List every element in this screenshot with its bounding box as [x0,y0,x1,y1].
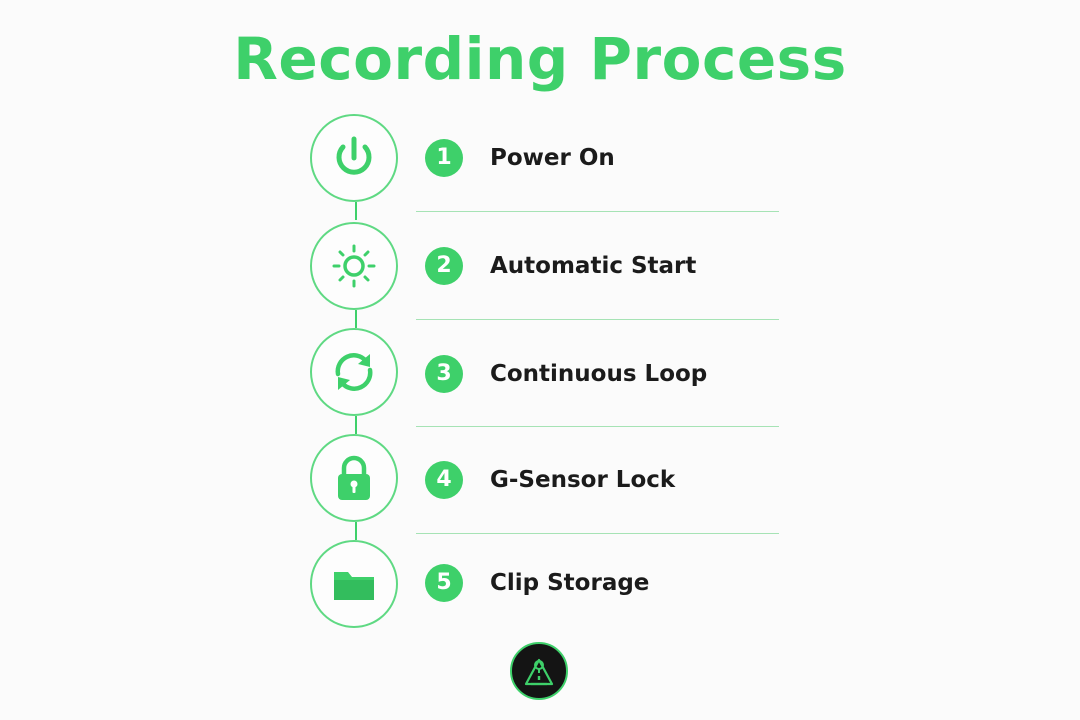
connector-line [355,310,357,328]
connector-line [355,522,357,540]
folder-icon [334,572,374,600]
step-4-label: G-Sensor Lock [490,467,676,493]
step-1-label: Power On [490,145,615,171]
step-4-icon-circle [310,434,398,522]
step-2-icon-circle [310,222,398,310]
road-warning-logo-icon [510,642,568,700]
step-5-number-badge: 5 [425,564,463,602]
step-divider [416,211,779,212]
step-2-number-badge: 2 [425,247,463,285]
connector-line [355,416,357,434]
sun-icon [332,244,376,288]
page-title: Recording Process [233,25,847,93]
lock-icon [338,455,370,500]
step-3-label: Continuous Loop [490,361,708,387]
step-3-icon-circle [310,328,398,416]
step-1-icon-circle [310,114,398,202]
step-divider [416,319,779,320]
step-5-label: Clip Storage [490,570,650,596]
step-4-number-badge: 4 [425,461,463,499]
power-icon [336,136,372,175]
loop-icon [335,353,373,391]
connector-line [355,202,357,220]
step-1-number-badge: 1 [425,139,463,177]
step-3-number-badge: 3 [425,355,463,393]
step-divider [416,533,779,534]
step-divider [416,426,779,427]
step-5-icon-circle [310,540,398,628]
step-2-label: Automatic Start [490,253,697,279]
